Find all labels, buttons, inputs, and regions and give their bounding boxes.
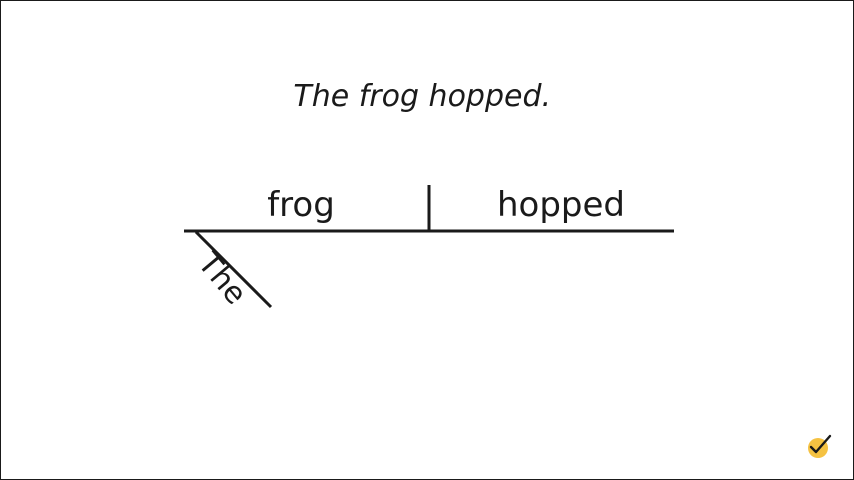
sentence-text: The frog hopped.	[293, 79, 552, 114]
subject-word: frog	[267, 185, 335, 225]
modifier-slant-line	[194, 230, 273, 309]
predicate-word: hopped	[496, 185, 625, 225]
checkmark-badge-icon	[808, 434, 832, 458]
struck-sentence: The frog hopped.	[1, 77, 853, 117]
